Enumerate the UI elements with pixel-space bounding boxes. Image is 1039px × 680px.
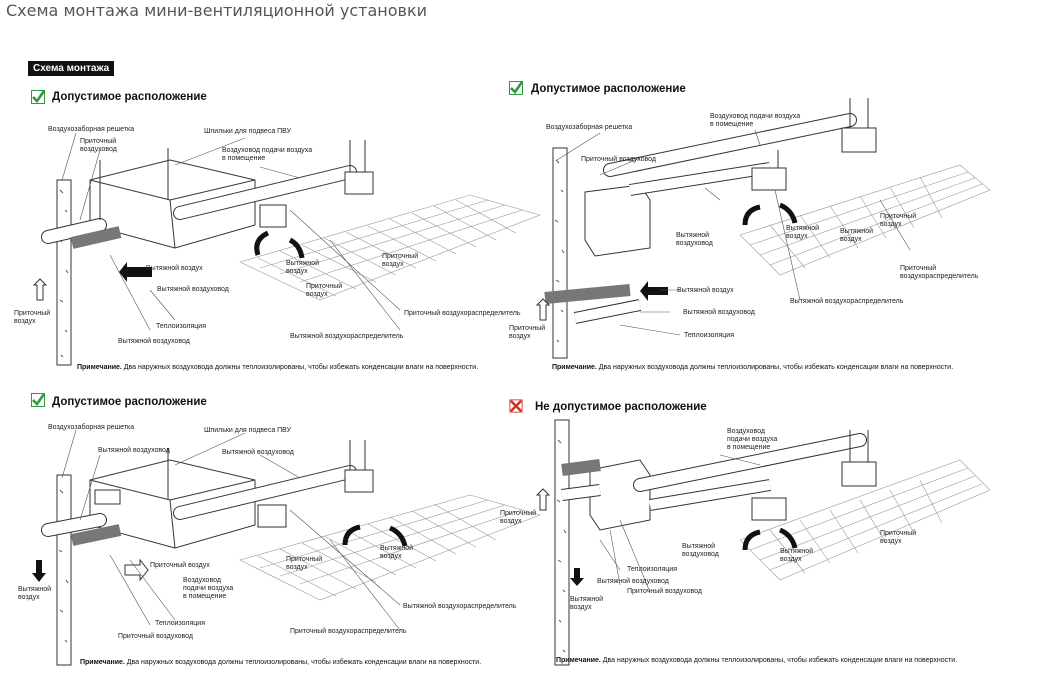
label-exhaust-duct-2: Вытяжной воздуховод	[597, 578, 669, 585]
label-intake-grille: Воздухозаборная решетка	[48, 126, 135, 133]
label-supply-air-small: Приточный воздух	[880, 213, 917, 228]
label-intake-grille: Воздухозаборная решетка	[48, 424, 135, 431]
page-title: Схема монтажа мини-вентиляционной устано…	[6, 1, 428, 20]
label-supply-air-small: Приточный воздух	[286, 556, 323, 571]
label-exhaust-duct: Вытяжной воздуховод	[682, 543, 719, 558]
label-studs: Шпильки для подвеса ПВУ	[204, 427, 292, 434]
label-supply-duct: Приточный воздуховод	[80, 138, 117, 153]
label-exhaust-air: Вытяжной воздух	[146, 265, 203, 272]
panel-heading: Допустимое расположение	[52, 396, 207, 408]
label-supply-diffuser: Приточный воздухораспределитель	[290, 628, 407, 635]
label-supply-air-outside: Приточный воздух	[509, 325, 546, 340]
note: Примечание. Два наружных воздуховода дол…	[556, 657, 957, 664]
note-prefix: Примечание.	[80, 659, 125, 666]
label-exhaust-air-small: Вытяжной воздух	[786, 225, 820, 240]
panel-heading: Допустимое расположение	[531, 83, 686, 95]
section-tag: Схема монтажа	[28, 61, 115, 76]
label-exhaust-air-small-2: Вытяжной воздух	[840, 228, 874, 243]
label-room-supply-duct: Воздуховод подачи воздуха в помещение	[710, 113, 801, 128]
cross-icon	[509, 399, 523, 413]
note: Примечание. Два наружных воздуховода дол…	[552, 364, 953, 371]
label-supply-duct: Приточный воздуховод	[118, 633, 193, 640]
label-insulation: Теплоизоляция	[156, 323, 206, 330]
label-room-supply-duct: Воздуховод подачи воздуха в помещение	[222, 147, 313, 162]
check-icon	[31, 90, 46, 104]
note-prefix: Примечание.	[556, 657, 601, 664]
label-supply-duct: Приточный воздуховод	[627, 588, 702, 595]
note: Примечание. Два наружных воздуховода дол…	[80, 659, 481, 666]
note-text: Два наружных воздуховода должны теплоизо…	[602, 657, 958, 664]
note-text: Два наружных воздуховода должны теплоизо…	[126, 659, 482, 666]
label-insulation: Теплоизоляция	[155, 620, 205, 627]
label-room-supply-duct: Воздуховод подачи воздуха в помещение	[183, 577, 234, 600]
check-icon	[509, 81, 524, 95]
label-supply-air-small2: Приточный воздух	[382, 253, 419, 268]
label-exhaust-duct: Вытяжной воздуховод	[222, 449, 294, 456]
label-supply-diffuser: Приточный воздухораспределитель	[900, 265, 979, 280]
label-studs: Шпильки для подвеса ПВУ	[204, 128, 292, 135]
label-exhaust-duct-2: Вытяжной воздуховод	[118, 338, 190, 345]
label-exhaust-duct-v: Вытяжной воздуховод	[676, 232, 713, 247]
panel-heading: Допустимое расположение	[52, 91, 207, 103]
label-exhaust-diffuser: Вытяжной воздухораспределитель	[403, 603, 517, 610]
label-exhaust-diffuser: Вытяжной воздухораспределитель	[290, 333, 404, 340]
label-intake-grille: Воздухозаборная решетка	[546, 124, 633, 131]
note: Примечание. Два наружных воздуховода дол…	[77, 364, 478, 371]
note-prefix: Примечание.	[77, 364, 122, 371]
label-exhaust-air: Вытяжной воздух	[677, 287, 734, 294]
label-supply-duct: Приточный воздуховод	[581, 156, 656, 163]
label-room-supply-duct: Воздуховод подачи воздуха в помещение	[727, 428, 778, 451]
label-exhaust-diffuser: Вытяжной воздухораспределитель	[790, 298, 904, 305]
check-icon	[31, 393, 46, 407]
label-exhaust-duct-top: Вытяжной воздуховод	[98, 447, 170, 454]
label-exhaust-air-small: Вытяжной воздух	[380, 545, 414, 560]
label-insulation: Теплоизоляция	[684, 332, 734, 339]
label-exhaust-duct: Вытяжной воздуховод	[157, 286, 229, 293]
note-text: Два наружных воздуховода должны теплоизо…	[598, 364, 954, 371]
label-supply-air-small: Приточный воздух	[880, 530, 917, 545]
note-prefix: Примечание.	[552, 364, 597, 371]
label-insulation: Теплоизоляция	[627, 566, 677, 573]
label-supply-air: Приточный воздух	[150, 562, 210, 569]
note-text: Два наружных воздуховода должны теплоизо…	[123, 364, 479, 371]
panel-heading: Не допустимое расположение	[535, 401, 707, 413]
label-exhaust-air-outside: Вытяжной воздух	[18, 586, 52, 601]
label-exhaust-air-small: Вытяжной воздух	[780, 548, 814, 563]
label-supply-diffuser: Приточный воздухораспределитель	[404, 310, 521, 317]
label-supply-air-small: Приточный воздух	[306, 283, 343, 298]
label-exhaust-air-outside: Вытяжной воздух	[570, 596, 604, 611]
label-exhaust-air-small: Вытяжной воздух	[286, 260, 320, 275]
label-exhaust-duct: Вытяжной воздуховод	[683, 309, 755, 316]
label-supply-air-outside: Приточный воздух	[500, 510, 537, 525]
label-supply-air-outside: Приточный воздух	[14, 310, 51, 325]
